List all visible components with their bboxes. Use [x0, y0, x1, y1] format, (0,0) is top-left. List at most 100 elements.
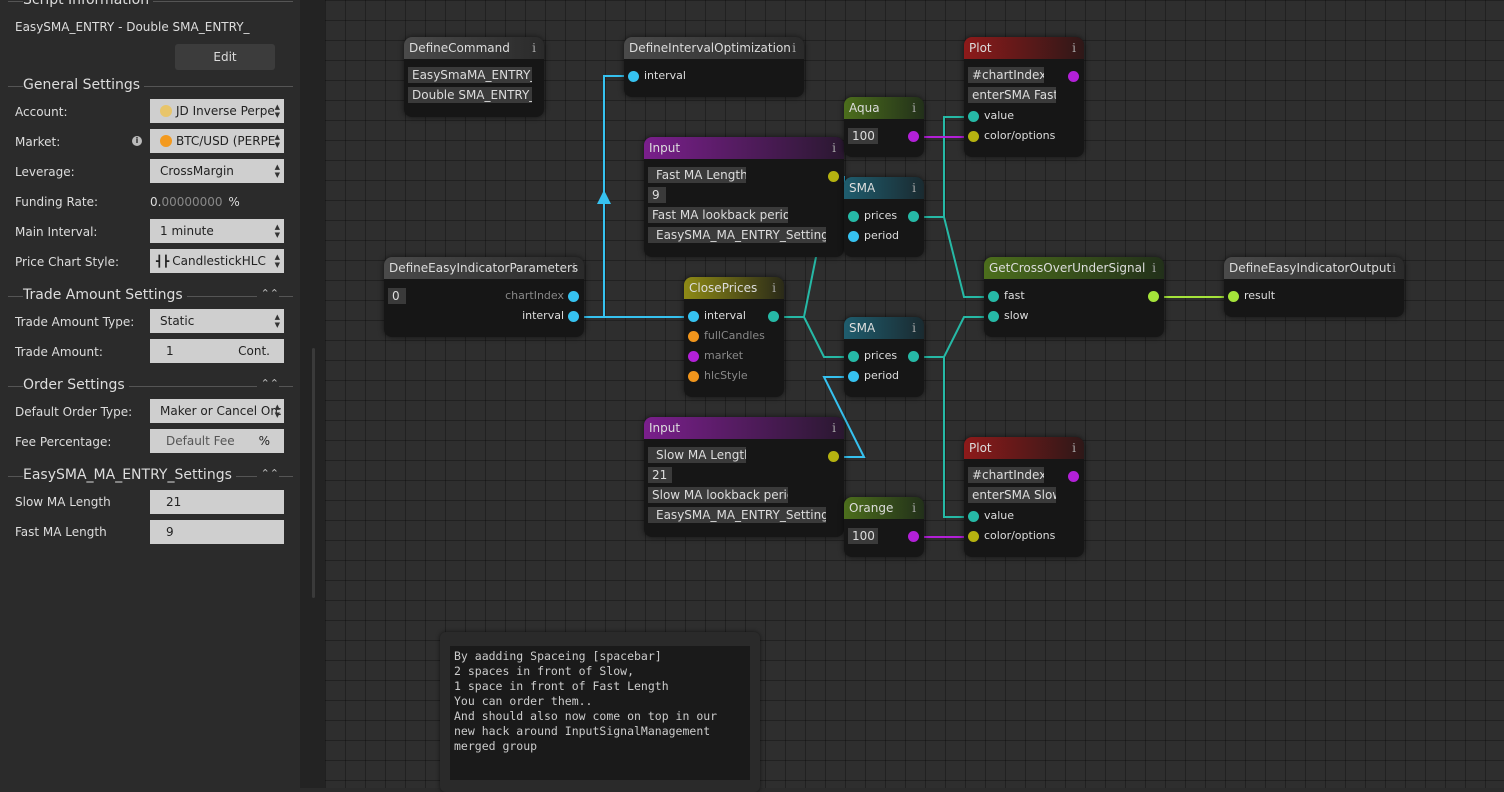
info-icon[interactable]: i	[912, 501, 916, 515]
main-interval-select[interactable]: 1 minute ▲▼	[150, 219, 284, 243]
port-fullcandles-in[interactable]	[688, 331, 699, 342]
port-value-in[interactable]	[968, 111, 979, 122]
input-desc-field[interactable]: Slow MA lookback period	[648, 487, 788, 503]
input-name-field[interactable]: Fast MA Length	[648, 167, 746, 183]
easysma-settings-header[interactable]: EasySMA_MA_ENTRY_Settings ⌃⌃	[8, 467, 293, 485]
info-icon[interactable]: i	[1152, 261, 1156, 275]
node-define-command[interactable]: DefineCommand i EasySmaMA_ENTRY_ Double …	[404, 37, 544, 117]
trade-amount-value: 1	[166, 344, 174, 358]
port-value-in[interactable]	[968, 511, 979, 522]
trade-amount-input[interactable]: 1 Cont.	[150, 339, 284, 363]
port-interval-in[interactable]	[628, 71, 639, 82]
plot-chartindex-field[interactable]: #chartIndex	[968, 67, 1044, 83]
node-title: Plot	[964, 37, 1084, 59]
port-slow-in[interactable]	[988, 311, 999, 322]
port-fast-in[interactable]	[988, 291, 999, 302]
general-settings-header[interactable]: General Settings	[8, 77, 293, 95]
input-default-field[interactable]: 21	[648, 467, 672, 483]
sidebar-splitter[interactable]	[300, 0, 325, 788]
info-icon[interactable]: i	[792, 41, 796, 55]
input-group-field[interactable]: EasySMA_MA_ENTRY_Settings	[648, 507, 826, 523]
node-title: DefineEasyIndicatorOutput	[1224, 257, 1404, 279]
info-icon[interactable]: i	[832, 421, 836, 435]
port-interval-out[interactable]	[568, 311, 579, 322]
command-name-field[interactable]: EasySmaMA_ENTRY_	[408, 67, 532, 83]
node-aqua-color[interactable]: Aqua i 100	[844, 97, 924, 157]
port-color-out[interactable]	[908, 531, 919, 542]
port-interval-in[interactable]	[688, 311, 699, 322]
slow-ma-length-input[interactable]: 21	[150, 490, 284, 514]
input-name-field[interactable]: Slow MA Length	[648, 447, 746, 463]
info-icon[interactable]: i	[912, 321, 916, 335]
node-input-slow[interactable]: Input i Slow MA Length 21 Slow MA lookba…	[644, 417, 844, 537]
port-signal-out[interactable]	[1148, 291, 1159, 302]
node-sma-fast[interactable]: SMA i prices period	[844, 177, 924, 257]
plot-name-field[interactable]: enterSMA Slow	[968, 487, 1056, 503]
opacity-field[interactable]: 100	[848, 128, 878, 144]
trade-amount-header[interactable]: Trade Amount Settings ⌃⌃	[8, 287, 293, 305]
node-define-easy-indicator-output[interactable]: DefineEasyIndicatorOutput i result	[1224, 257, 1404, 317]
leverage-select[interactable]: CrossMargin ▲▼	[150, 159, 284, 183]
chart-style-select[interactable]: ┫┣CandlestickHLC ▲▼	[150, 249, 284, 273]
port-period-in[interactable]	[848, 231, 859, 242]
order-settings-header[interactable]: Order Settings ⌃⌃	[8, 377, 293, 395]
plot-name-field[interactable]: enterSMA Fast	[968, 87, 1056, 103]
port-hlcstyle-in[interactable]	[688, 371, 699, 382]
node-plot-fast[interactable]: Plot i #chartIndex enterSMA Fast value c…	[964, 37, 1084, 157]
info-icon[interactable]: i	[132, 136, 142, 146]
input-default-field[interactable]: 9	[648, 187, 666, 203]
port-prices-in[interactable]	[848, 351, 859, 362]
fee-percentage-input[interactable]: Default Fee %	[150, 429, 284, 453]
fast-ma-length-input[interactable]: 9	[150, 520, 284, 544]
port-chartindex-out[interactable]	[568, 291, 579, 302]
port-sma-out[interactable]	[908, 211, 919, 222]
port-color-in[interactable]	[968, 531, 979, 542]
port-color-out[interactable]	[908, 131, 919, 142]
collapse-chevron-icon[interactable]: ⌃⌃	[256, 467, 279, 480]
collapse-chevron-icon[interactable]: ⌃⌃	[256, 287, 279, 300]
input-desc-field[interactable]: Fast MA lookback period	[648, 207, 788, 223]
node-orange-color[interactable]: Orange i 100	[844, 497, 924, 557]
collapse-chevron-icon[interactable]: ⌃⌃	[256, 377, 279, 390]
node-close-prices[interactable]: ClosePrices i interval fullCandles marke…	[684, 277, 784, 397]
node-define-easy-indicator-parameters[interactable]: DefineEasyIndicatorParameters i 0 chartI…	[384, 257, 584, 337]
port-period-in[interactable]	[848, 371, 859, 382]
node-get-cross-over-under-signal[interactable]: GetCrossOverUnderSignal i fast slow	[984, 257, 1164, 337]
comment-textarea[interactable]: By aadding Spaceing [spacebar] 2 spaces …	[450, 646, 750, 780]
port-plot-out[interactable]	[1068, 471, 1079, 482]
command-desc-field[interactable]: Double SMA_ENTRY_	[408, 87, 532, 103]
opacity-field[interactable]: 100	[848, 528, 878, 544]
plot-chartindex-field[interactable]: #chartIndex	[968, 467, 1044, 483]
info-icon[interactable]: i	[1072, 41, 1076, 55]
port-prices-out[interactable]	[768, 311, 779, 322]
port-prices-in[interactable]	[848, 211, 859, 222]
port-value-out[interactable]	[828, 171, 839, 182]
info-icon[interactable]: i	[1072, 441, 1076, 455]
chart-index-field[interactable]: 0	[388, 288, 406, 304]
trade-amount-type-select[interactable]: Static ▲▼	[150, 309, 284, 333]
info-icon[interactable]: i	[912, 101, 916, 115]
market-select[interactable]: BTC/USD (PERPE ▲▼	[150, 129, 284, 153]
port-market-in[interactable]	[688, 351, 699, 362]
port-color-in[interactable]	[968, 131, 979, 142]
info-icon[interactable]: i	[1392, 261, 1396, 275]
node-input-fast[interactable]: Input i Fast MA Length 9 Fast MA lookbac…	[644, 137, 844, 257]
info-icon[interactable]: i	[532, 41, 536, 55]
node-plot-slow[interactable]: Plot i #chartIndex enterSMA Slow value c…	[964, 437, 1084, 557]
info-icon[interactable]: i	[912, 181, 916, 195]
account-select[interactable]: JD Inverse Perpe ▲▼	[150, 99, 284, 123]
node-sma-slow[interactable]: SMA i prices period	[844, 317, 924, 397]
port-value-out[interactable]	[828, 451, 839, 462]
info-icon[interactable]: i	[772, 281, 776, 295]
port-sma-out[interactable]	[908, 351, 919, 362]
node-define-interval-optimization[interactable]: DefineIntervalOptimization i interval	[624, 37, 804, 97]
info-icon[interactable]: i	[832, 141, 836, 155]
sidebar-scrollbar[interactable]	[312, 348, 315, 598]
edit-button[interactable]: Edit	[175, 44, 275, 70]
info-icon[interactable]: i	[572, 261, 576, 275]
port-result-in[interactable]	[1228, 291, 1239, 302]
port-plot-out[interactable]	[1068, 71, 1079, 82]
input-group-field[interactable]: EasySMA_MA_ENTRY_Settings	[648, 227, 826, 243]
comment-note[interactable]: By aadding Spaceing [spacebar] 2 spaces …	[440, 632, 760, 792]
default-order-type-select[interactable]: Maker or Cancel Orc ▲▼	[150, 399, 284, 423]
